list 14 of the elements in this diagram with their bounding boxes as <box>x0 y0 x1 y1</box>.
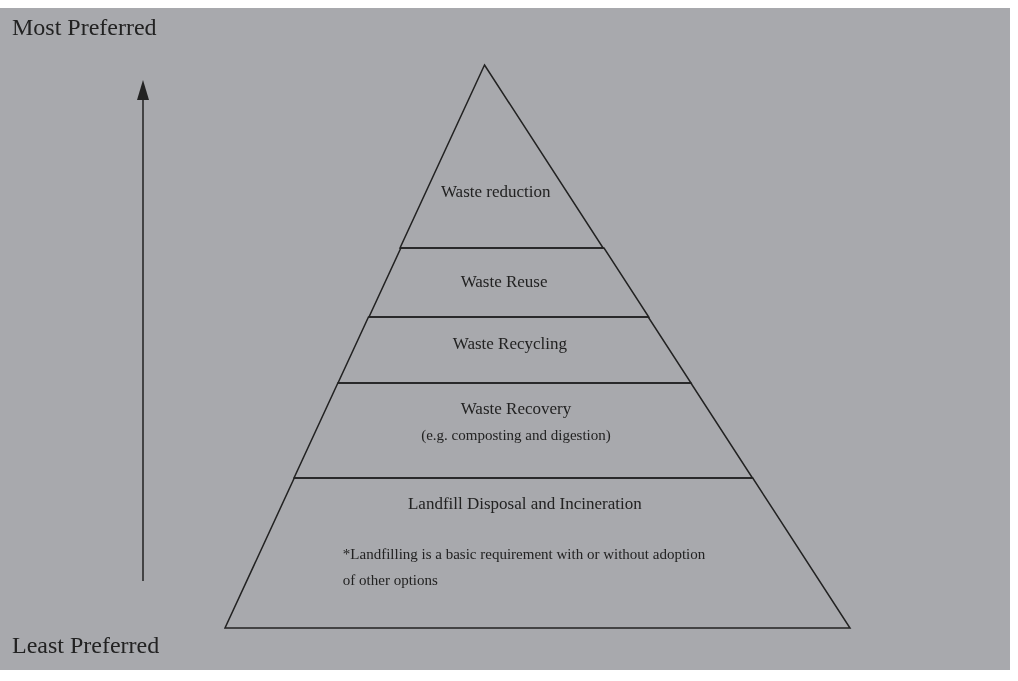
tier-label: Waste Reuse <box>460 271 548 293</box>
tier-note: *Landfilling is a basic requirement with or without adoption of other options <box>341 545 707 590</box>
tier-label: Waste Recycling <box>452 333 568 355</box>
pyramid-tier <box>368 248 649 317</box>
pyramid-tier <box>338 317 692 383</box>
pyramid-tier <box>225 478 850 628</box>
pyramid-tier <box>294 383 753 478</box>
pyramid-tier <box>400 65 604 248</box>
tier-label: Waste Recovery <box>460 398 572 420</box>
axis-label: Most Preferred <box>12 13 157 42</box>
tier-label: Landfill Disposal and Incineration <box>407 493 642 515</box>
axis-label: Least Preferred <box>12 631 160 660</box>
tier-note: (e.g. composting and digestion) <box>421 426 611 445</box>
tier-label: Waste reduction <box>440 181 551 203</box>
